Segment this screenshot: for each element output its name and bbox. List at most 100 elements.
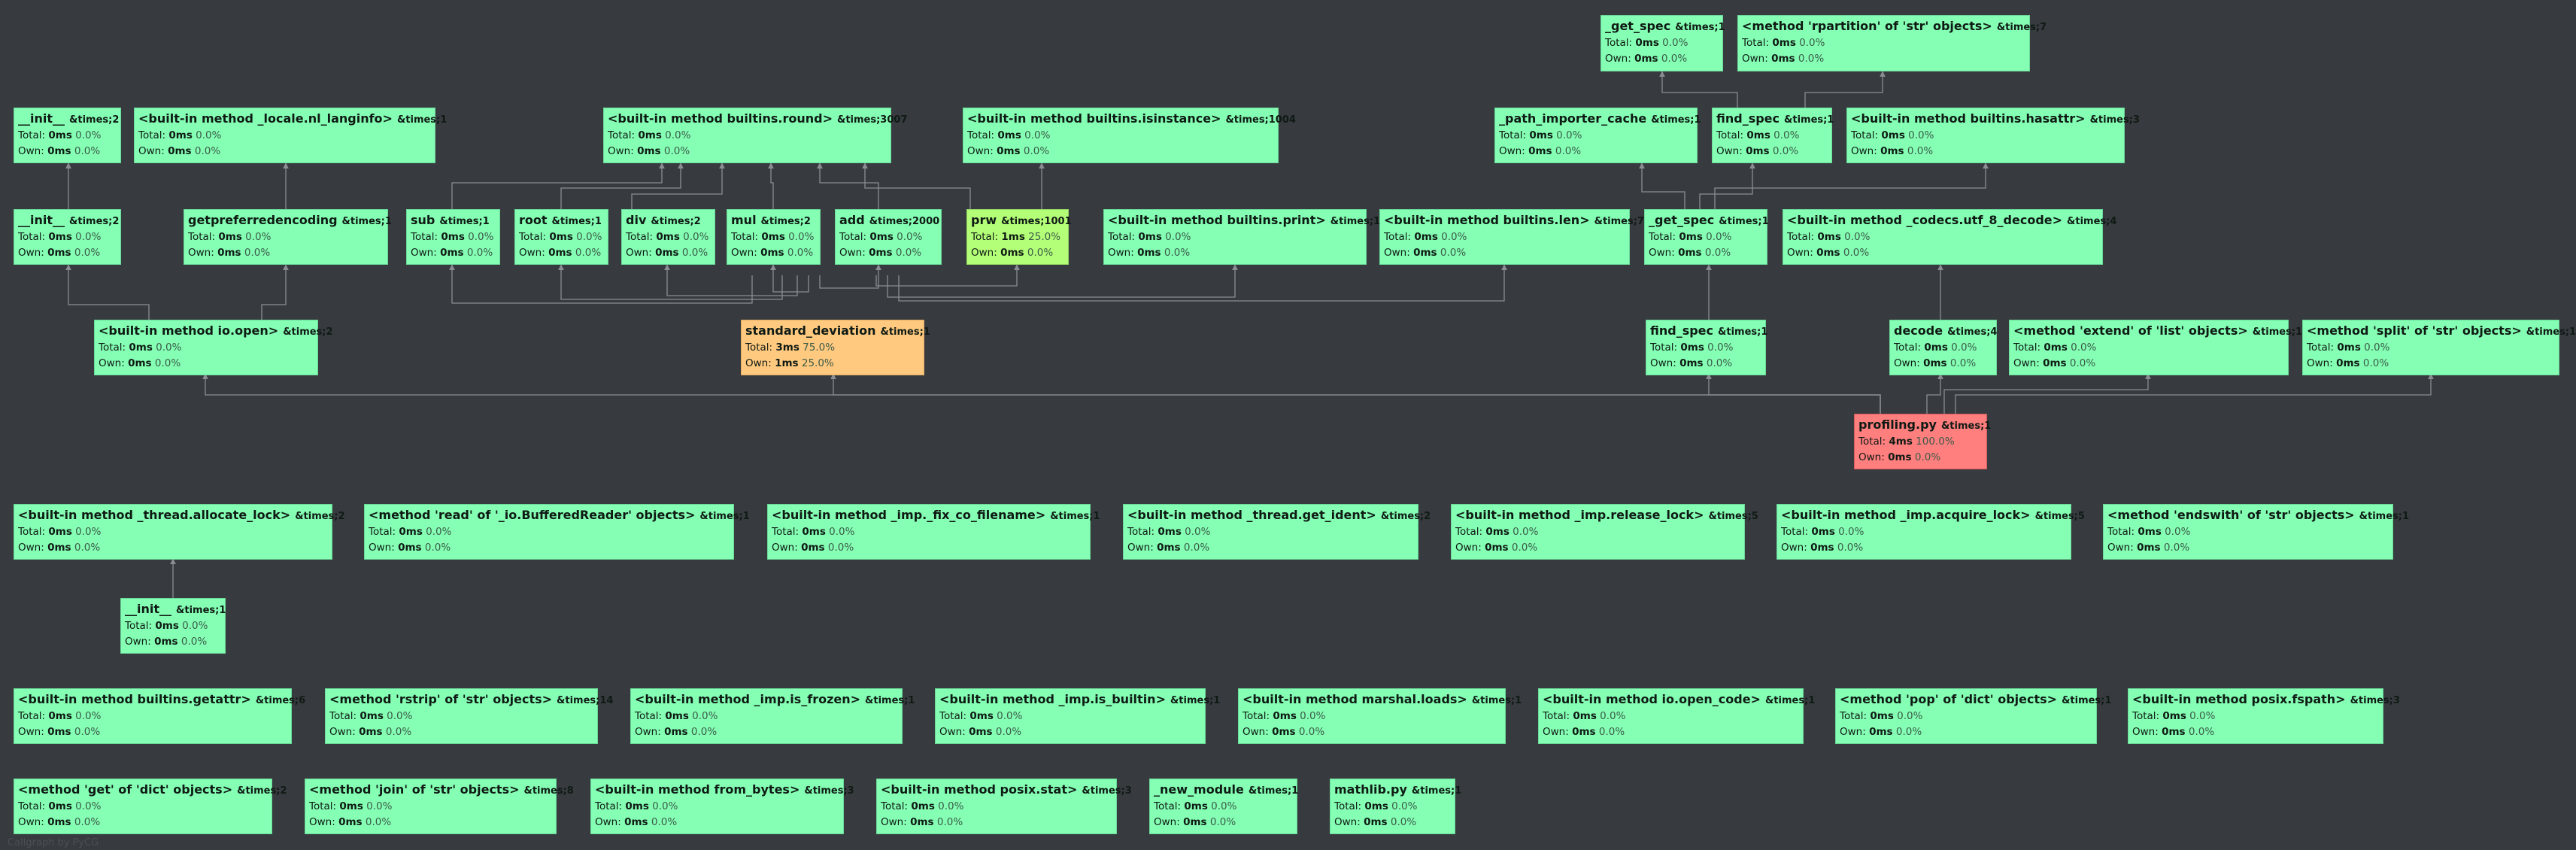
node-title: <built-in method builtins.hasattr>&times…: [1851, 111, 2140, 128]
own-percent: 0.0%: [1949, 357, 1977, 369]
total-label: Total:: [369, 526, 396, 538]
total-label: Total:: [1787, 231, 1815, 243]
node-dict-get[interactable]: <method 'get' of 'dict' objects>&times;2…: [14, 779, 287, 834]
own-row: Own: 0ms 0.0%: [1858, 450, 1983, 466]
total-percent: 0.0%: [2189, 710, 2216, 722]
edge-profiling-io-open: [202, 373, 1881, 414]
own-label: Own:: [329, 726, 356, 738]
node-fix-co-filename[interactable]: <built-in method _imp._fix_co_filename>&…: [767, 504, 1100, 560]
function-name: __init__: [125, 602, 172, 616]
total-percent: 0.0%: [1799, 37, 1825, 49]
total-row: Total: 0ms 0.0%: [1649, 229, 1763, 245]
own-label: Own:: [731, 247, 757, 259]
own-time: 0ms: [1000, 247, 1024, 259]
node-print[interactable]: <built-in method builtins.print>&times;1…: [1103, 209, 1380, 265]
own-label: Own:: [18, 726, 44, 738]
node-is-builtin[interactable]: <built-in method _imp.is_builtin>&times;…: [935, 688, 1220, 744]
call-count: &times;1: [1248, 785, 1299, 797]
function-name: <built-in method builtins.len>: [1384, 213, 1590, 227]
node-title: <method 'read' of '_io.BufferedReader' o…: [369, 508, 750, 524]
node-isinstance[interactable]: <built-in method builtins.isinstance>&ti…: [963, 108, 1296, 163]
own-time: 0ms: [1413, 247, 1437, 259]
node-is-frozen[interactable]: <built-in method _imp.is_frozen>&times;1…: [630, 688, 915, 744]
own-label: Own:: [1851, 145, 1877, 157]
node-rpartition[interactable]: <method 'rpartition' of 'str' objects>&t…: [1737, 15, 2047, 71]
own-row: Own: 0ms 0.0%: [967, 144, 1274, 159]
total-percent: 0.0%: [665, 129, 691, 141]
node-read-buffered[interactable]: <method 'read' of '_io.BufferedReader' o…: [364, 504, 750, 560]
total-row: Total: 0ms 0.0%: [1384, 229, 1625, 245]
total-time: 0ms: [155, 620, 179, 632]
node-title: find_spec&times;1: [1650, 323, 1767, 340]
own-label: Own:: [2107, 542, 2134, 554]
node-split[interactable]: <method 'split' of 'str' objects>&times;…: [2302, 320, 2576, 375]
own-time: 0ms: [398, 542, 422, 554]
total-percent: 0.0%: [196, 129, 222, 141]
node-acquire-lock[interactable]: <built-in method _imp.acquire_lock>&time…: [1776, 504, 2085, 560]
own-percent: 0.0%: [1390, 816, 1417, 828]
call-count: &times;1: [865, 695, 915, 706]
own-label: Own:: [967, 145, 994, 157]
total-row: Total: 0ms 0.0%: [1242, 709, 1501, 724]
edge-sub-round: [451, 162, 665, 209]
node-title: mathlib.py&times;1: [1334, 782, 1461, 799]
function-name: <method 'pop' of 'dict' objects>: [1840, 692, 2058, 706]
total-label: Total:: [1154, 800, 1182, 812]
node-title: root&times;1: [519, 213, 604, 229]
function-name: <method 'split' of 'str' objects>: [2307, 323, 2522, 338]
node-str-join[interactable]: <method 'join' of 'str' objects>&times;8…: [305, 779, 574, 834]
own-time: 0ms: [548, 247, 572, 259]
node-nl-langinfo[interactable]: <built-in method _locale.nl_langinfo>&ti…: [134, 108, 447, 163]
node-dict-pop[interactable]: <method 'pop' of 'dict' objects>&times;1…: [1835, 688, 2111, 744]
total-time: 0ms: [399, 526, 423, 538]
node-release-lock[interactable]: <built-in method _imp.release_lock>&time…: [1451, 504, 1758, 560]
total-percent: 0.0%: [468, 231, 494, 243]
node-rstrip[interactable]: <method 'rstrip' of 'str' objects>&times…: [325, 688, 613, 744]
node-extend[interactable]: <method 'extend' of 'list' objects>&time…: [2009, 320, 2302, 375]
own-time: 0ms: [47, 247, 71, 259]
node-allocate-lock[interactable]: <built-in method _thread.allocate_lock>&…: [14, 504, 345, 560]
own-percent: 0.0%: [1907, 145, 1934, 157]
own-percent: 0.0%: [2188, 726, 2215, 738]
node-get-ident[interactable]: <built-in method _thread.get_ident>&time…: [1123, 504, 1431, 560]
total-row: Total: 0ms 0.0%: [2132, 709, 2379, 724]
total-percent: 0.0%: [182, 620, 208, 632]
node-getattr[interactable]: <built-in method builtins.getattr>&times…: [14, 688, 305, 744]
node-round[interactable]: <built-in method builtins.round>&times;3…: [603, 108, 908, 163]
node-endswith[interactable]: <method 'endswith' of 'str' objects>&tim…: [2103, 504, 2409, 560]
total-percent: 0.0%: [1165, 231, 1191, 243]
total-time: 0ms: [1573, 710, 1597, 722]
own-percent: 0.0%: [1706, 357, 1733, 369]
total-time: 0ms: [997, 129, 1021, 141]
node-utf8-decode[interactable]: <built-in method _codecs.utf_8_decode>&t…: [1783, 209, 2116, 265]
total-label: Total:: [1650, 342, 1678, 354]
node-hasattr[interactable]: <built-in method builtins.hasattr>&times…: [1846, 108, 2140, 163]
